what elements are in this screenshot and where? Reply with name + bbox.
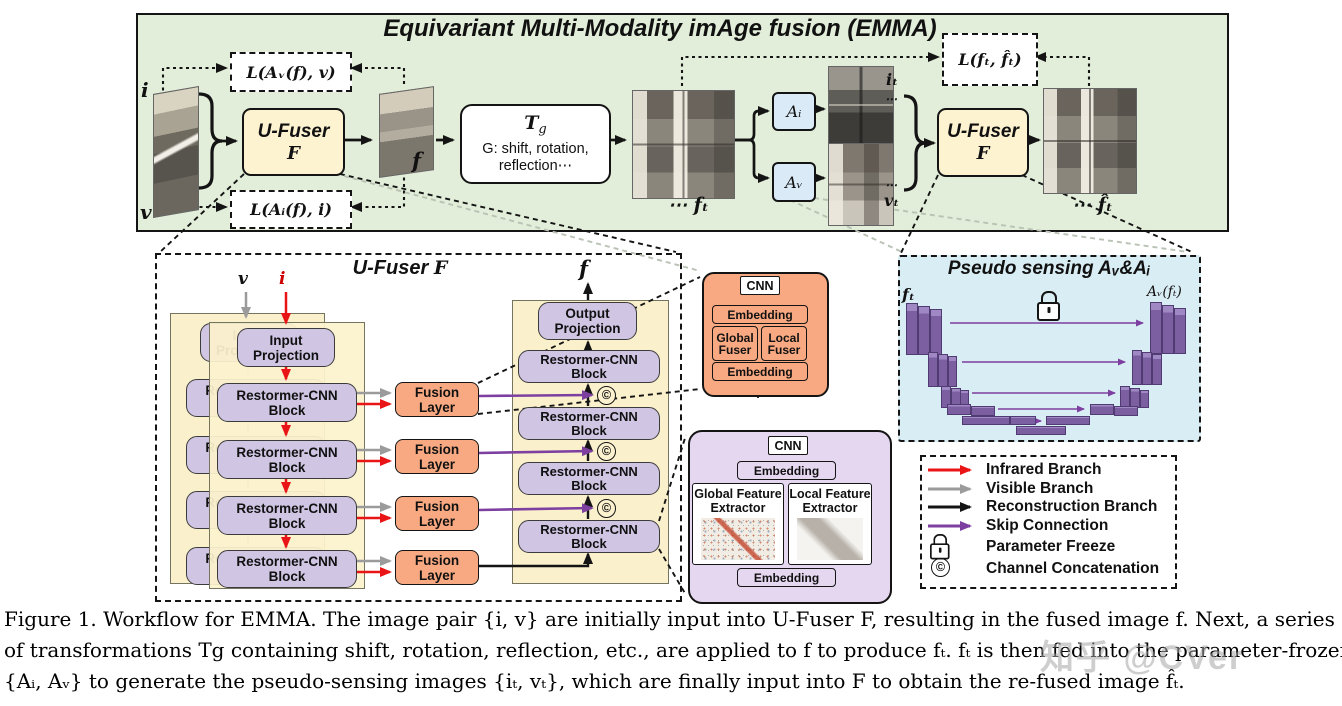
pseudo-infrared-image xyxy=(828,66,894,144)
label-vt: vₜ xyxy=(884,191,900,210)
local-feature-extractor: Local Feature Extractor xyxy=(788,483,872,565)
label-fhat: ⋯ f̂ₜ xyxy=(1072,194,1113,216)
global-feature-extractor: Global Feature Extractor xyxy=(692,483,784,565)
block-detail-cnn: CNN xyxy=(768,436,808,455)
transformed-image-ft xyxy=(632,90,735,199)
label-i: i xyxy=(141,78,149,102)
legend-concat-icon: © xyxy=(931,558,950,577)
transform-tg-box: Tg G: shift, rotation, reflection⋯ xyxy=(460,104,611,184)
encoder-input-i: i xyxy=(279,269,286,289)
pseudo-input-label: fₜ xyxy=(902,285,915,304)
caption-line-1: Figure 1. Workflow for EMMA. The image p… xyxy=(4,607,1335,631)
legend-concat-label: Channel Concatenation xyxy=(986,560,1160,577)
caption-line-3: {Aᵢ, Aᵥ} to generate the pseudo-sensing … xyxy=(4,669,1185,693)
dots-vt: ⋯ xyxy=(885,178,897,192)
attention-matrix-image xyxy=(701,518,775,560)
block-detail-embedding-top: Embedding xyxy=(737,461,836,480)
fusion-detail-local-fuser: Local Fuser xyxy=(761,326,807,361)
block-detail-embedding-bottom: Embedding xyxy=(737,568,836,587)
pseudo-visible-image xyxy=(828,143,894,226)
input-image-pair xyxy=(153,85,199,219)
pseudo-av-box: Aᵥ xyxy=(772,162,816,202)
fusion-detail-cnn: CNN xyxy=(740,276,780,295)
watermark: 知乎 @CVer xyxy=(1040,639,1245,677)
pseudo-ai-box: Aᵢ xyxy=(772,92,816,131)
fusion-detail-embedding-bottom: Embedding xyxy=(712,362,808,381)
fusion-detail-global-fuser: Global Fuser xyxy=(712,326,758,361)
label-ft: ⋯ fₜ xyxy=(668,194,709,216)
pseudo-output-label: Aᵥ(fₜ) xyxy=(1147,284,1182,300)
loss-box-av: L(Aᵥ(f), v) xyxy=(230,52,352,92)
legend-infrared-label: Infrared Branch xyxy=(986,461,1102,478)
ufuser-box-1: U-Fuser F xyxy=(242,108,345,176)
fusion-detail-embedding-top: Embedding xyxy=(712,305,808,324)
concat-icon-2: © xyxy=(597,442,616,461)
dots-it: ⋯ xyxy=(885,92,897,106)
ufuser-box-2: U-Fuser F xyxy=(937,108,1029,177)
legend-reconstruction-label: Reconstruction Branch xyxy=(986,498,1158,515)
emma-title: Equivariant Multi-Modality imAge fusion … xyxy=(383,15,937,42)
legend-lock-icon xyxy=(930,534,950,560)
label-it: iₜ xyxy=(886,70,899,89)
local-kernel-image xyxy=(797,518,863,560)
encoder-input-v: v xyxy=(238,269,248,289)
loss-box-ai: L(Aᵢ(f), i) xyxy=(230,190,352,229)
pseudo-panel-title: Pseudo sensing Aᵥ&Aᵢ xyxy=(947,258,1151,279)
decoder-output-f: f xyxy=(579,256,589,281)
label-f: f xyxy=(412,148,422,173)
concat-icon-3: © xyxy=(597,499,616,518)
ufuser-panel-title: U-Fuser F xyxy=(352,257,448,279)
refused-image-fhat xyxy=(1043,88,1137,194)
lock-icon xyxy=(1037,291,1060,321)
label-v: v xyxy=(140,200,152,224)
caption-line-2: of transformations Tg containing shift, … xyxy=(4,638,1342,662)
legend-visible-label: Visible Branch xyxy=(986,480,1094,497)
legend-freeze-label: Parameter Freeze xyxy=(986,538,1116,555)
concat-icon-1: © xyxy=(597,386,616,405)
loss-box-recon: L(fₜ, f̂ₜ) xyxy=(942,33,1038,86)
legend-skip-label: Skip Connection xyxy=(986,517,1109,534)
fused-image-f xyxy=(379,86,434,178)
